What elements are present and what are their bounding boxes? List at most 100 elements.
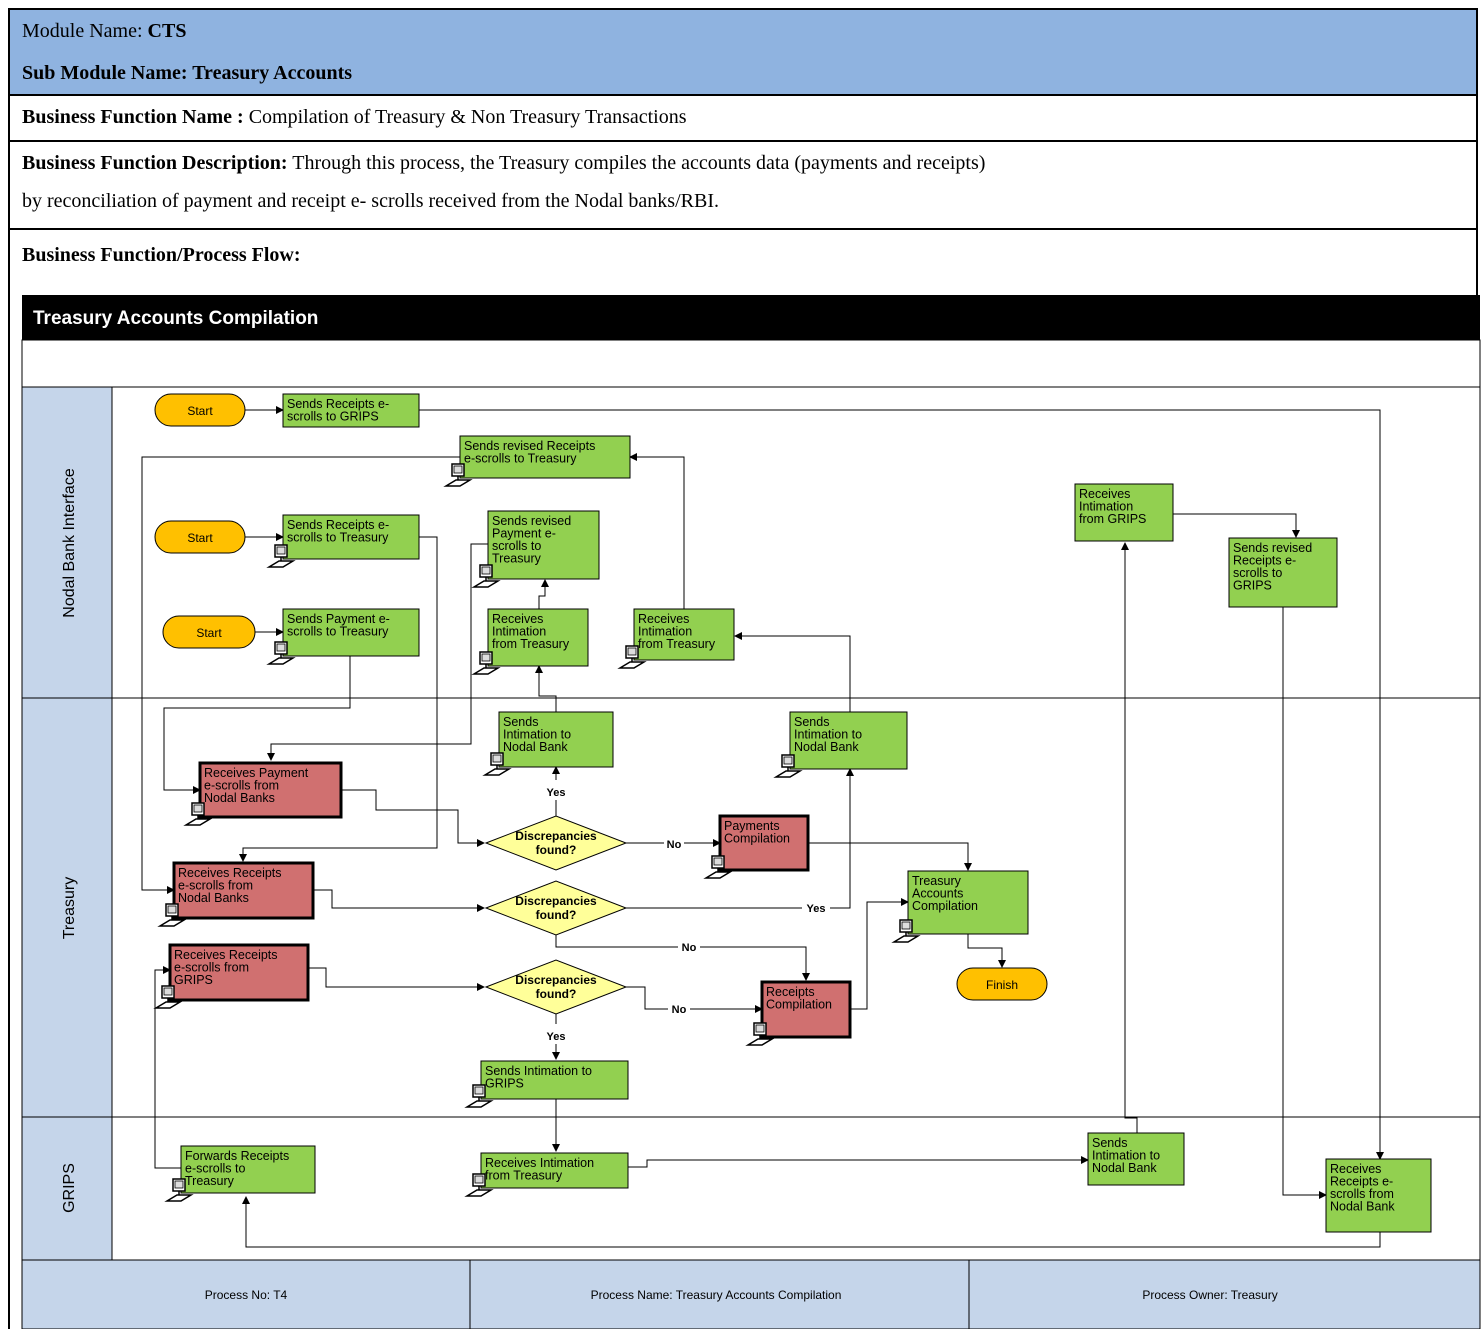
- process-box-label: Compilation: [766, 998, 832, 1012]
- svg-text:found?: found?: [536, 843, 577, 857]
- process-box-label: Treasury: [492, 552, 542, 566]
- process-box: Sends Receipts e-scrolls to GRIPS: [282, 393, 420, 428]
- process-box-label: Receives Payment: [204, 766, 309, 780]
- process-box-label: Intimation to: [1092, 1149, 1160, 1163]
- submodule-name: Sub Module Name: Treasury Accounts: [22, 62, 353, 84]
- process-box-label: Intimation: [492, 625, 546, 639]
- process-box-label: Receipts: [766, 985, 815, 999]
- process-box-label: Sends revised Receipts: [464, 439, 595, 453]
- process-number: Process No: T4: [205, 1288, 288, 1302]
- process-box-label: Receipts e-: [1330, 1175, 1393, 1189]
- process-box-label: Sends revised: [492, 514, 571, 528]
- bf-name: Business Function Name : Compilation of …: [22, 106, 687, 128]
- process-box-label: Payment e-: [492, 527, 556, 541]
- svg-text:found?: found?: [536, 987, 577, 1001]
- edge-label-no: No: [682, 942, 697, 954]
- process-box-label: Accounts: [912, 887, 963, 901]
- process-box-label: GRIPS: [1233, 579, 1272, 593]
- process-footer: [21, 1259, 1481, 1329]
- lane-label-nodal-bank: Nodal Bank Interface: [61, 468, 78, 618]
- process-box-label: Sends: [794, 715, 829, 729]
- process-box-label: Treasury: [185, 1174, 235, 1188]
- process-box-label: Receives: [1330, 1162, 1381, 1176]
- process-box-label: e-scrolls to: [185, 1162, 245, 1176]
- svg-text:Discrepancies: Discrepancies: [515, 829, 597, 843]
- edge-label-no: No: [667, 839, 682, 851]
- bf-desc-row: Business Function Description: Through t…: [10, 142, 1476, 228]
- process-box-label: scrolls to Treasury: [287, 531, 389, 545]
- flow-label: Business Function/Process Flow:: [22, 244, 301, 266]
- edge-label-yes: Yes: [547, 1031, 566, 1043]
- process-box-label: Sends Receipts e-: [287, 518, 389, 532]
- process-box-label: scrolls from: [1330, 1187, 1394, 1201]
- edge-label-yes: Yes: [807, 903, 826, 915]
- process-box-label: Sends Payment e-: [287, 612, 390, 626]
- lane-header-column: [21, 386, 113, 1261]
- process-box-label: from GRIPS: [1079, 512, 1146, 526]
- start-label: Start: [187, 531, 213, 545]
- start-node: Start: [162, 615, 256, 649]
- start-label: Start: [187, 404, 213, 418]
- process-box-label: from Treasury: [492, 637, 570, 651]
- bf-description: Business Function Description: Through t…: [22, 152, 986, 174]
- process-box-label: e-scrolls from: [204, 779, 279, 793]
- process-box-label: Treasury: [912, 874, 962, 888]
- process-box-label: Receives Receipts: [174, 948, 278, 962]
- diagram-title-bar: [22, 295, 1480, 340]
- start-node: Start: [154, 393, 246, 427]
- svg-text:Discrepancies: Discrepancies: [515, 973, 597, 987]
- process-box-label: Nodal Bank: [1092, 1161, 1157, 1175]
- process-owner: Process Owner: Treasury: [1142, 1288, 1277, 1302]
- process-box-label: scrolls to: [492, 539, 541, 553]
- process-box-label: Sends revised: [1233, 541, 1312, 555]
- edge-label-yes: Yes: [547, 787, 566, 799]
- process-box-label: Nodal Bank: [503, 740, 568, 754]
- process-box-label: Nodal Bank: [1330, 1200, 1395, 1214]
- process-box-label: Sends: [503, 715, 538, 729]
- process-box-label: Intimation: [1079, 500, 1133, 514]
- process-box-label: e-scrolls from: [178, 879, 253, 893]
- bf-name-row: Business Function Name : Compilation of …: [10, 96, 1476, 140]
- process-box-label: Sends: [1092, 1136, 1127, 1150]
- lane-label-grips: GRIPS: [61, 1163, 78, 1213]
- edge-label-no: No: [672, 1004, 687, 1016]
- process-box-label: e-scrolls from: [174, 961, 249, 975]
- finish-label: Finish: [986, 978, 1018, 992]
- connectors: [141, 406, 1384, 1248]
- process-box-label: Nodal Bank: [794, 740, 859, 754]
- process-box-label: Receives: [638, 612, 689, 626]
- decision-diamond: Discrepancies found?: [484, 880, 628, 936]
- process-box-label: Intimation to: [794, 728, 862, 742]
- process-box-label: Receives Intimation: [485, 1156, 594, 1170]
- module-row: Module Name: CTS Sub Module Name: Treasu…: [10, 10, 1476, 94]
- process-box-label: from Treasury: [638, 637, 716, 651]
- divider: [8, 228, 1478, 230]
- process-box: Sends Payment e-scrolls to Treasury: [268, 608, 420, 665]
- process-box-label: Nodal Banks: [178, 891, 249, 905]
- process-box-label: GRIPS: [485, 1077, 524, 1091]
- start-node: Start: [154, 520, 246, 554]
- divider: [8, 94, 1478, 96]
- process-box-label: Compilation: [912, 899, 978, 913]
- module-name: Module Name: CTS: [22, 20, 187, 42]
- process-box-label: Receives Receipts: [178, 866, 282, 880]
- divider: [8, 140, 1478, 142]
- process-box-label: Sends Intimation to: [485, 1064, 592, 1078]
- process-box-label: scrolls to Treasury: [287, 625, 389, 639]
- diagram-title: Treasury Accounts Compilation: [33, 308, 318, 329]
- svg-text:Discrepancies: Discrepancies: [515, 894, 597, 908]
